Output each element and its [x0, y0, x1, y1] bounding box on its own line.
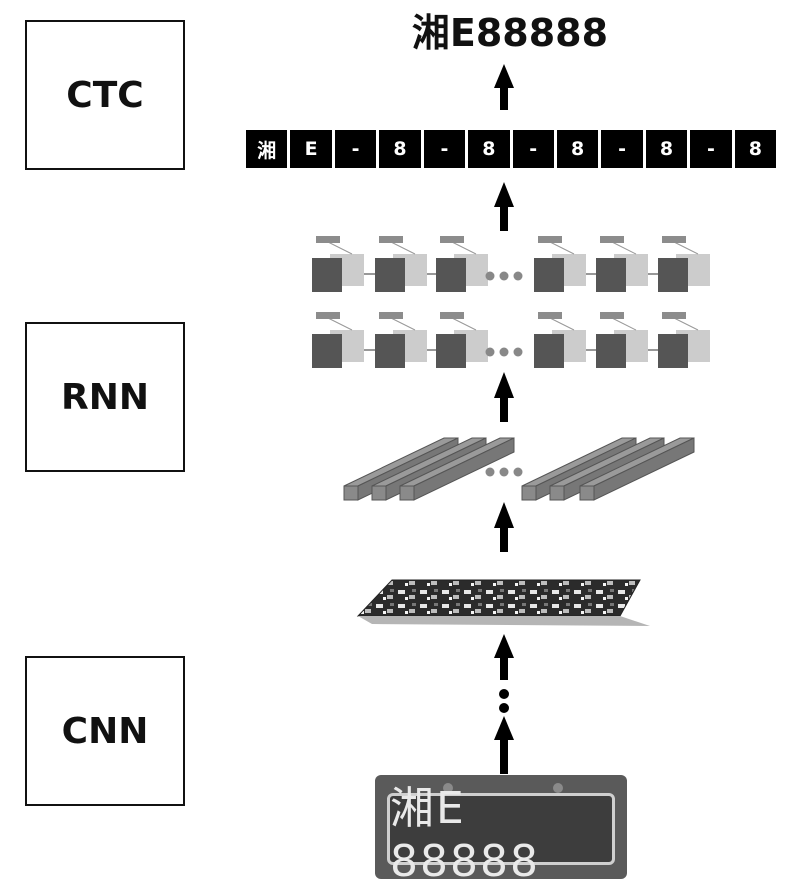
sequence-cell: 8 [645, 130, 688, 168]
rnn-cell-grid [312, 236, 710, 368]
cnn-stage-box: CNN [25, 656, 185, 806]
arrow-features-to-rnn [494, 372, 514, 422]
rnn-edge [451, 241, 477, 255]
rnn-forward-node [436, 334, 466, 368]
sequence-cell: - [334, 130, 377, 168]
sequence-cell: - [690, 130, 732, 168]
rnn-forward-node [658, 258, 688, 292]
rnn-output-tick [538, 312, 562, 319]
rnn-output-tick [600, 312, 624, 319]
ellipsis-dots-vertical [499, 689, 509, 713]
ctc-stage-label: CTC [66, 74, 144, 116]
arrow-rnn-to-ctc [494, 182, 514, 231]
rnn-output-tick [600, 236, 624, 243]
rnn-stage-label: RNN [61, 376, 149, 418]
rnn-forward-node [596, 258, 626, 292]
rnn-output-tick [379, 312, 403, 319]
sequence-cell: 湘 [246, 130, 288, 168]
feature-sequence-bars [343, 437, 695, 501]
feature-bar-front [579, 485, 595, 501]
sequence-cell: 8 [734, 130, 777, 168]
rnn-forward-node [436, 258, 466, 292]
rnn-forward-node [658, 334, 688, 368]
sequence-cell: - [423, 130, 466, 168]
rnn-edge [327, 241, 353, 255]
rnn-edge [611, 317, 637, 331]
feature-bar-front [521, 485, 537, 501]
arrow-map-to-features [494, 502, 514, 552]
ellipsis-dots-features [485, 467, 523, 477]
sequence-cell: 8 [468, 130, 510, 168]
rnn-forward-node [375, 334, 405, 368]
rnn-output-tick [316, 312, 340, 319]
rnn-output-tick [379, 236, 403, 243]
rnn-forward-node [534, 258, 564, 292]
sequence-cell: E [290, 130, 332, 168]
plate-bolt-right [553, 783, 563, 793]
feature-bar-front [399, 485, 415, 501]
feature-bar-front [549, 485, 565, 501]
plate-bolt-left [443, 783, 453, 793]
rnn-edge [673, 317, 699, 331]
arrow-cnn-to-map [494, 634, 514, 680]
rnn-forward-node [375, 258, 405, 292]
rnn-output-tick [538, 236, 562, 243]
sequence-cell: - [601, 130, 643, 168]
rnn-output-tick [440, 312, 464, 319]
sequence-cell: 8 [556, 130, 599, 168]
cnn-stage-label: CNN [61, 710, 149, 752]
rnn-forward-node [312, 258, 342, 292]
ellipsis-dots-rnn [485, 271, 523, 357]
decoded-output-text: 湘E88888 [411, 11, 609, 55]
rnn-edge [451, 317, 477, 331]
sequence-cell: - [512, 130, 554, 168]
plate-text: 湘E 88888 [390, 782, 540, 887]
rnn-output-tick [662, 236, 686, 243]
rnn-edge [327, 317, 353, 331]
feature-bar-front [343, 485, 359, 501]
rnn-edge [549, 241, 575, 255]
cnn-feature-map [356, 579, 650, 626]
rnn-stage-box: RNN [25, 322, 185, 472]
rnn-forward-node [312, 334, 342, 368]
rnn-output-tick [662, 312, 686, 319]
feature-bar-front [371, 485, 387, 501]
plate-face: 湘E 88888 [387, 783, 615, 887]
rnn-output-tick [440, 236, 464, 243]
rnn-forward-node [596, 334, 626, 368]
rnn-edge [390, 317, 416, 331]
rnn-output-tick [316, 236, 340, 243]
rnn-edge [549, 317, 575, 331]
sequence-cell: 8 [379, 130, 421, 168]
rnn-edge [673, 241, 699, 255]
arrow-plate-to-cnn [494, 716, 514, 774]
rnn-edge [611, 241, 637, 255]
license-plate-image: 湘E 88888 [375, 775, 627, 887]
rnn-edge [390, 241, 416, 255]
arrow-ctc-to-output [494, 64, 514, 110]
ctc-stage-box: CTC [25, 20, 185, 170]
rnn-forward-node [534, 334, 564, 368]
